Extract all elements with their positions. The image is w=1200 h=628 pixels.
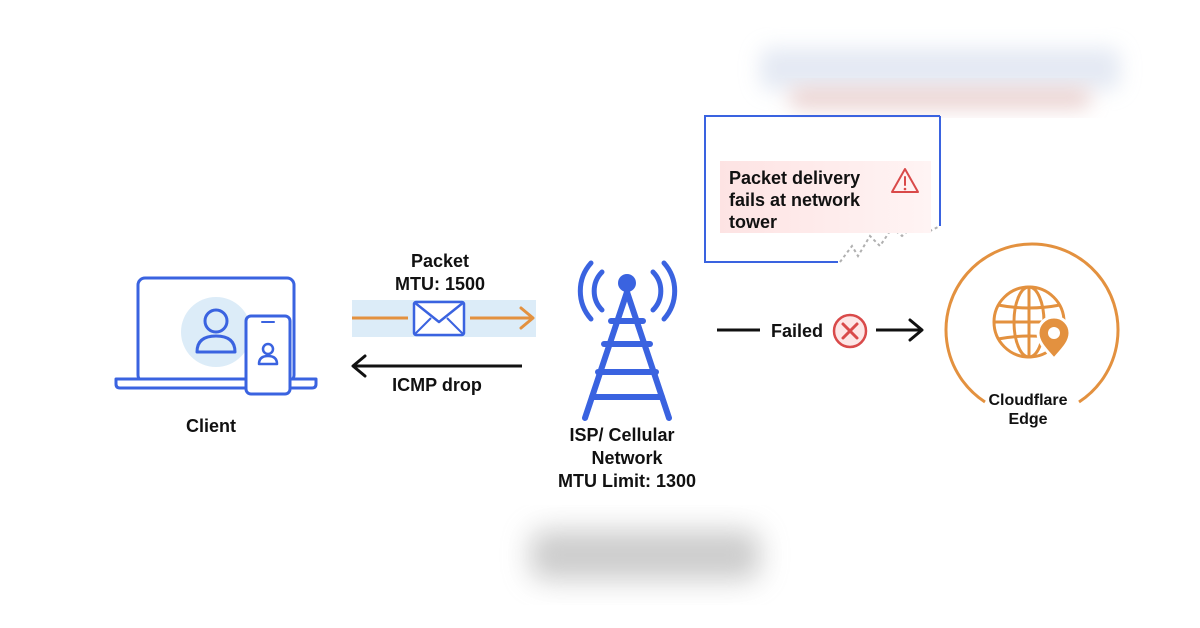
failed-arrow bbox=[876, 318, 924, 342]
callout-box bbox=[704, 115, 941, 263]
error-icon bbox=[832, 313, 868, 349]
edge-label-line1: Cloudflare bbox=[988, 392, 1067, 409]
location-pin-icon bbox=[1036, 315, 1072, 361]
tower-label-line2: Network bbox=[591, 448, 663, 468]
packet-arrow bbox=[352, 306, 535, 330]
packet-label: Packet bbox=[411, 251, 469, 271]
envelope-icon bbox=[412, 300, 466, 337]
icmp-label: ICMP drop bbox=[392, 375, 482, 395]
callout-text-line2: fails at network bbox=[729, 190, 861, 210]
blurred-artifact-top bbox=[760, 48, 1120, 108]
tower-mtu-label: MTU Limit: 1300 bbox=[558, 471, 696, 491]
edge-label-line2: Edge bbox=[1008, 411, 1047, 428]
blurred-artifact-bottom bbox=[530, 530, 760, 580]
callout-text-line1: Packet delivery bbox=[729, 168, 860, 188]
callout-text-line3: tower bbox=[729, 212, 777, 232]
client-label: Client bbox=[186, 416, 236, 436]
icmp-arrow bbox=[351, 354, 522, 378]
packet-mtu-label: MTU: 1500 bbox=[395, 274, 485, 294]
warning-icon bbox=[891, 168, 919, 193]
phone-icon bbox=[244, 314, 292, 396]
edge-ring bbox=[944, 242, 1120, 404]
failed-label: Failed bbox=[771, 321, 823, 341]
cell-tower-icon bbox=[577, 260, 678, 421]
tower-label-line1: ISP/ Cellular bbox=[569, 425, 674, 445]
